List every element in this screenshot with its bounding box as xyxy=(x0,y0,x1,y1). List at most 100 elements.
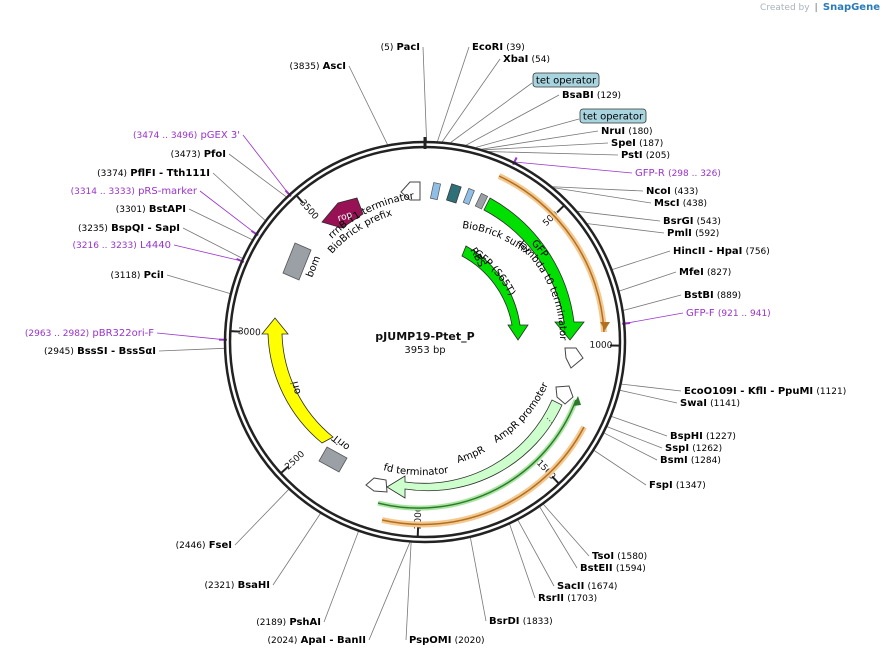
plasmid-name: pJUMP19-Ptet_P xyxy=(375,330,474,343)
label-ampr: AmpR xyxy=(456,444,487,466)
primer-leader-0 xyxy=(514,161,633,174)
site-bsmi[interactable]: BsmI (1284) xyxy=(660,455,721,466)
tick-3000 xyxy=(230,330,241,333)
site-leader-21 xyxy=(543,504,590,557)
primer-gfp-f[interactable]: GFP-F (921 .. 941) xyxy=(686,308,771,319)
site-bsssi-bsss-i[interactable]: (2945) BssSI - BssSαI xyxy=(44,346,156,357)
name: PmlI xyxy=(667,228,692,239)
site-spei[interactable]: SpeI (187) xyxy=(611,138,663,149)
primer-pbr322ori-f[interactable]: (2963 .. 2982) pBR322ori-F xyxy=(25,328,154,339)
site-pmli[interactable]: PmlI (592) xyxy=(667,228,719,239)
site-pspomi[interactable]: PspOMI (2020) xyxy=(409,635,485,646)
site-fspi[interactable]: FspI (1347) xyxy=(649,480,706,491)
tick-label-2000: 2000 xyxy=(414,506,425,530)
site-leader-9 xyxy=(553,187,652,204)
site-ecoo109i-kfli-ppumi[interactable]: EcoO109I - KflI - PpuMI (1121) xyxy=(684,386,846,397)
coord: (2189) xyxy=(256,618,286,628)
site-sspi[interactable]: SspI (1262) xyxy=(665,443,722,454)
coord: (1227) xyxy=(706,432,736,442)
site-sacii[interactable]: SacII (1674) xyxy=(557,581,617,592)
coord: (889) xyxy=(717,291,741,301)
site-leader-34 xyxy=(188,208,253,240)
site-bstbi[interactable]: BstBI (889) xyxy=(684,290,741,301)
site-ncoi[interactable]: NcoI (433) xyxy=(646,186,698,197)
name: PciI xyxy=(144,270,164,281)
name: BssSI - BssSαI xyxy=(77,346,156,357)
operator-leader-0 xyxy=(450,82,533,143)
site-leader-35 xyxy=(212,172,266,221)
site-psti[interactable]: PstI (205) xyxy=(621,150,670,161)
site-leader-3 xyxy=(441,58,501,142)
site-asci[interactable]: (3835) AscI xyxy=(290,61,346,72)
name: BsaBI xyxy=(562,90,594,101)
coord: (205) xyxy=(646,151,670,161)
coord: (3374) xyxy=(97,169,127,179)
site-swai[interactable]: SwaI (1141) xyxy=(680,398,740,409)
coord: (756) xyxy=(746,247,770,257)
feature-biobrick-suffix xyxy=(462,187,475,205)
name: HincII - HpaI xyxy=(673,246,742,257)
coord: (2024) xyxy=(267,636,297,646)
coord: (1703) xyxy=(567,594,597,604)
site-xbai[interactable]: XbaI (54) xyxy=(503,54,550,65)
name: EcoO109I - KflI - PpuMI xyxy=(684,386,813,397)
site-pflfi-tth111i[interactable]: (3374) PflFI - Tth111I xyxy=(97,168,210,179)
site-leader-29 xyxy=(272,513,321,586)
name: TsoI xyxy=(592,551,614,562)
coord: (1674) xyxy=(588,582,618,592)
site-apai-banii[interactable]: (2024) ApaI - BanII xyxy=(267,635,366,646)
name: GFP-F xyxy=(686,308,715,319)
feature-rbs xyxy=(474,192,489,210)
tet-operator-badge-1[interactable] xyxy=(579,108,647,124)
tick-label-2500: 2500 xyxy=(283,449,307,472)
site-fsei[interactable]: (2446) FseI xyxy=(176,540,232,551)
name: SpeI xyxy=(611,138,636,149)
site-leader-20 xyxy=(593,450,647,486)
orange-arc-gfp xyxy=(498,175,605,333)
site-msci[interactable]: MscI (438) xyxy=(654,198,707,209)
name: PstI xyxy=(621,150,643,161)
tick-1500 xyxy=(551,475,560,485)
primer-pgex-3-[interactable]: (3474 .. 3496) pGEX 3' xyxy=(133,130,240,141)
primer-leader-2 xyxy=(156,332,225,341)
name: PflFI - Tth111I xyxy=(130,168,210,179)
site-hincii-hpai[interactable]: HincII - HpaI (756) xyxy=(673,246,770,257)
name: FseI xyxy=(209,540,232,551)
site-leader-10 xyxy=(577,210,661,222)
name: pBR322ori-F xyxy=(92,328,154,339)
site-bspqi-sapi[interactable]: (3235) BspQI - SapI xyxy=(78,223,180,234)
site-bsrdi[interactable]: BsrDI (1833) xyxy=(489,616,553,627)
site-paci[interactable]: (5) PacI xyxy=(381,42,420,53)
site-pcii[interactable]: (3118) PciI xyxy=(110,270,164,281)
site-tsoi[interactable]: TsoI (1580) xyxy=(592,551,647,562)
site-bsabi[interactable]: BsaBI (129) xyxy=(562,90,621,101)
name: MscI xyxy=(654,198,680,209)
site-bsahi[interactable]: (2321) BsaHI xyxy=(204,580,270,591)
site-leader-12 xyxy=(612,250,671,270)
site-pfoi[interactable]: (3473) PfoI xyxy=(171,149,226,160)
site-nrui[interactable]: NruI (180) xyxy=(601,126,653,137)
primer-l4440[interactable]: (3216 .. 3233) L4440 xyxy=(73,240,172,251)
site-ecori[interactable]: EcoRI (39) xyxy=(472,42,525,53)
site-pshai[interactable]: (2189) PshAI xyxy=(256,617,321,628)
primer-gfp-r[interactable]: GFP-R (298 .. 326) xyxy=(635,168,721,179)
tet-operator-label-1: tet operator xyxy=(583,112,644,123)
site-bsrgi[interactable]: BsrGI (543) xyxy=(663,216,721,227)
site-bsphi[interactable]: BspHI (1227) xyxy=(670,431,736,442)
coord: (3314 .. 3333) xyxy=(71,187,135,197)
site-leader-1 xyxy=(348,65,388,145)
coord: (5) xyxy=(381,43,394,53)
name: MfeI xyxy=(679,267,704,278)
tet-operator-badge-0[interactable] xyxy=(532,72,600,88)
name: PacI xyxy=(397,42,420,53)
name: BsrGI xyxy=(663,216,693,227)
site-mfei[interactable]: MfeI (827) xyxy=(679,267,731,278)
site-bstapi[interactable]: (3301) BstAPI xyxy=(116,204,186,215)
site-leader-30 xyxy=(234,489,289,546)
site-bsteii[interactable]: BstEII (1594) xyxy=(580,563,646,574)
name: PshAI xyxy=(289,617,321,628)
site-rsrii[interactable]: RsrII (1703) xyxy=(538,593,597,604)
coord: (2963 .. 2982) xyxy=(25,329,89,339)
primer-prs-marker[interactable]: (3314 .. 3333) pRS-marker xyxy=(71,186,198,197)
